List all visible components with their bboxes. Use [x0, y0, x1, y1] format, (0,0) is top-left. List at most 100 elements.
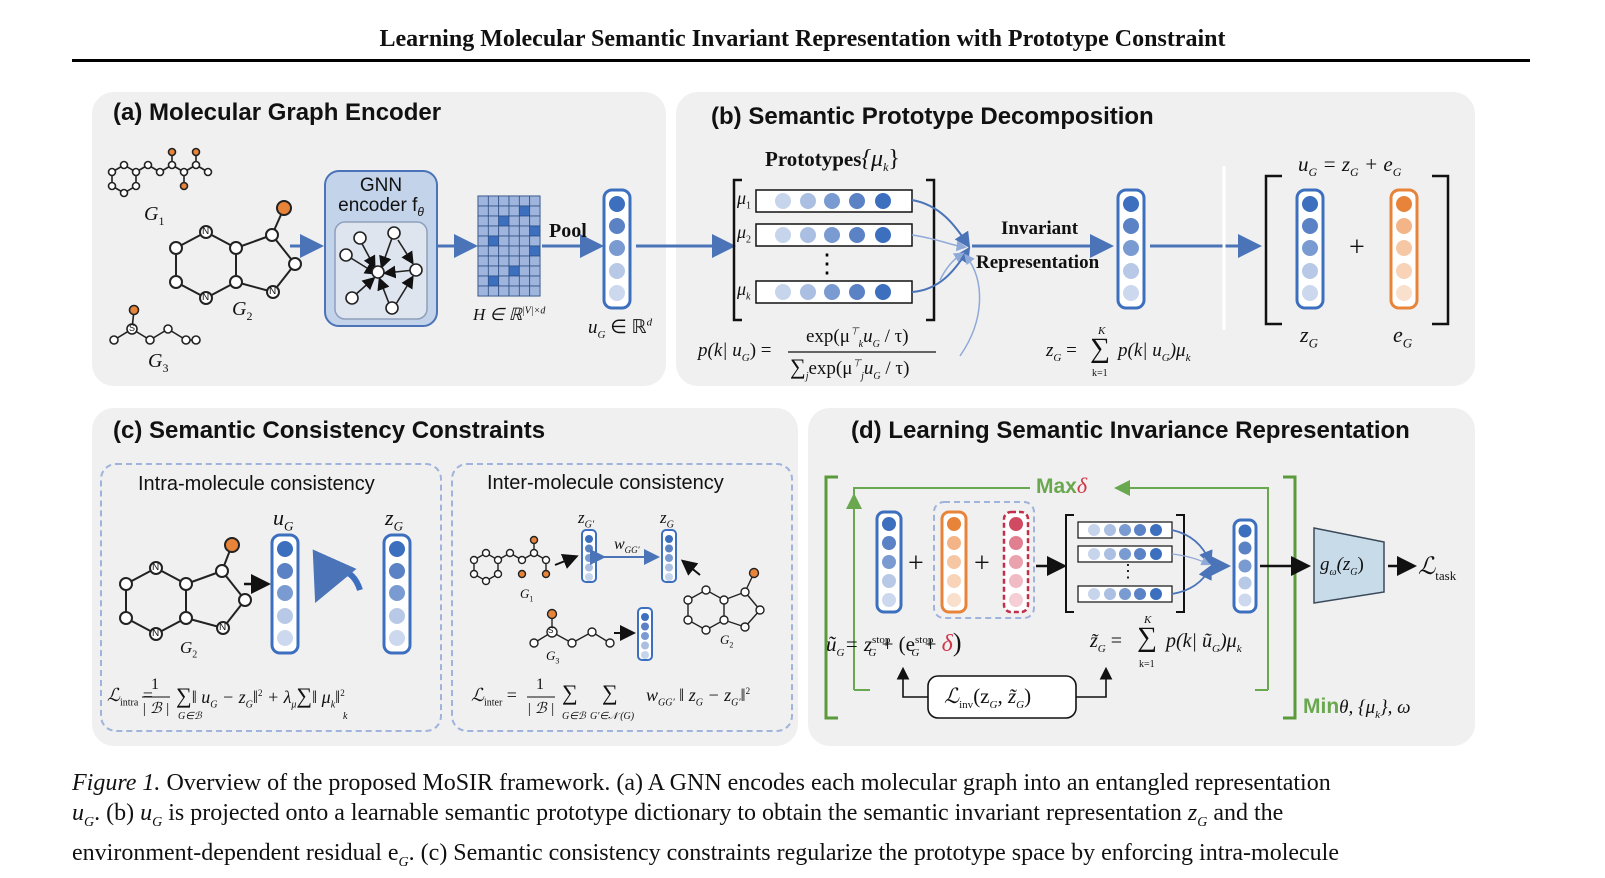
inter-body: wGG′ ‖ zG − zG′‖2 [646, 685, 751, 709]
g1-label-c: G1 [520, 586, 534, 604]
h-matrix-cell [487, 275, 500, 287]
panel-b-title: (b) Semantic Prototype Decomposition [711, 103, 1154, 130]
z-sum-symbol: ∑ [1090, 333, 1110, 364]
h-matrix-cell [508, 235, 520, 247]
panel-d-title: (d) Learning Semantic Invariance Represe… [851, 417, 1410, 444]
proto-dots-d: ⋮ [1119, 561, 1137, 581]
h-matrix-cell [498, 215, 510, 227]
intra-frac-den: | ℬ | [142, 701, 170, 717]
g3-label: G3 [148, 350, 169, 375]
h-matrix-cell [477, 285, 489, 297]
ut-formula: ũG= zstopG + (estopG + δ) [826, 628, 962, 660]
prototype-dot [800, 227, 816, 243]
mu2-label: μ2 [737, 222, 752, 246]
ug-label-c: uG [273, 505, 294, 534]
zt-formula-left: z̃G = [1090, 630, 1123, 655]
atom-n-c3: N [219, 622, 227, 633]
eg-label-b: eG [1393, 322, 1413, 351]
mini-vector-dot [665, 535, 673, 543]
h-matrix-cell [529, 285, 541, 297]
h-matrix-cell [498, 255, 510, 267]
prototype-dot [1088, 548, 1100, 560]
l-inter-formula: ℒinter = [471, 685, 517, 709]
h-matrix-cell [498, 275, 510, 287]
h-matrix-cell [529, 275, 541, 287]
atom-n-2: N [202, 292, 210, 303]
l-task-label: ℒtask [1418, 554, 1457, 583]
prototype-dot [1104, 524, 1116, 536]
prototype-dot [1104, 588, 1116, 600]
prototype-dot [775, 227, 791, 243]
plus-d1: + [908, 548, 924, 579]
h-matrix-cell [518, 195, 531, 207]
zg-label-b: zG [1300, 322, 1318, 351]
h-matrix-cell [518, 265, 531, 277]
molecule-g3-inter [529, 608, 615, 648]
prototype-dot [849, 227, 865, 243]
prototype-dot [1119, 548, 1131, 560]
prototype-dot [849, 284, 865, 300]
zg2-label: zG [660, 508, 674, 531]
h-matrix-cell [487, 265, 500, 277]
zt-sum-symbol: ∑ [1137, 622, 1157, 653]
representation-label: Representation [976, 252, 1100, 273]
h-matrix-cell [508, 195, 520, 207]
inter-sum1: ∑ [562, 680, 578, 705]
prototype-dot [775, 193, 791, 209]
h-matrix-cell [529, 215, 541, 227]
mini-vector-dot [585, 563, 593, 572]
h-matrix-cell [518, 215, 531, 227]
prototype-dot [1134, 524, 1146, 536]
plus-d2: + [974, 548, 990, 579]
prototype-dot [875, 284, 891, 300]
mini-vector-dot [585, 554, 593, 562]
h-matrix-cell [477, 215, 489, 227]
h-matrix-cell [487, 285, 500, 297]
mini-vector-dot [665, 563, 673, 572]
h-matrix-cell [487, 195, 500, 207]
h-matrix-cell [508, 215, 520, 227]
zt-formula-right: p(k| ũG)μk [1166, 630, 1242, 655]
l-intra-formula: ℒintra = [107, 685, 153, 709]
g1-label: G1 [144, 203, 165, 228]
h-matrix-cell [477, 265, 489, 277]
mini-vector-dot [665, 554, 673, 562]
inter-title: Inter-molecule consistency [487, 472, 724, 494]
muk-label: μk [737, 279, 751, 303]
h-matrix-cell [529, 195, 541, 207]
inter-frac-den: | ℬ | [527, 701, 555, 717]
h-matrix-cell [518, 245, 531, 257]
h-matrix-cell [498, 285, 510, 297]
h-matrix-cell [477, 275, 489, 287]
h-matrix-cell [508, 265, 520, 277]
encoder-graph-icon [339, 226, 423, 315]
inter-frac-num: 1 [536, 676, 544, 693]
mini-vector-dot [585, 573, 593, 581]
mini-vector-dot [641, 632, 649, 640]
prototype-dot [1150, 548, 1162, 560]
prototype-dot [824, 284, 840, 300]
h-matrix-cell [487, 205, 500, 217]
prototype-dot [1150, 588, 1162, 600]
g-omega-label: gω(zG) [1320, 554, 1364, 578]
g2-label: G2 [232, 298, 253, 323]
intra-sum2-index: k [343, 711, 348, 722]
h-matrix-cell [477, 225, 489, 237]
header-rule [72, 59, 1530, 62]
h-matrix-cell [498, 235, 510, 247]
atom-n-c2: N [152, 628, 160, 639]
w-label: wGG′ [614, 536, 640, 556]
h-matrix-cell [487, 245, 500, 257]
z-sum-top: K [1098, 325, 1106, 337]
molecule-g1-inter [469, 535, 551, 586]
inter-sum2: ∑ [602, 680, 618, 705]
min-label: Minθ, {μk}, ω [1303, 695, 1411, 722]
h-matrix-cell [498, 245, 510, 257]
atom-n-c1: N [152, 562, 160, 573]
mini-vector-dot [641, 651, 649, 659]
ug-label-a: uG ∈ ℝd [588, 316, 653, 341]
prototype-dot [1088, 588, 1100, 600]
mini-vector-dot [641, 641, 649, 650]
h-matrix-cell [529, 235, 541, 247]
